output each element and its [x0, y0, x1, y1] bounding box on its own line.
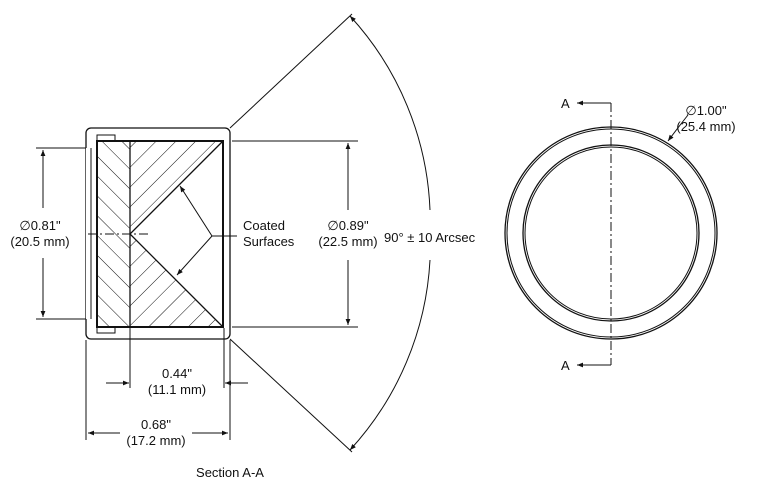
- angle-label: 90° ± 10 Arcsec: [384, 230, 476, 245]
- dia-small-mm-label: (20.5 mm): [10, 234, 69, 249]
- section-label-top: A: [561, 96, 570, 111]
- front-view: A A ∅1.00" (25.4 mm): [504, 96, 736, 373]
- dia-small-label: ∅0.81": [19, 218, 61, 233]
- section-view: ∅0.81" (20.5 mm) ∅0.89" (22.5 mm) Coated…: [10, 13, 476, 480]
- length-outer-mm-label: (17.2 mm): [126, 433, 185, 448]
- dia-outer-label: ∅1.00": [685, 103, 727, 118]
- coated-label-1: Coated: [243, 218, 285, 233]
- length-outer-label: 0.68": [141, 417, 171, 432]
- dia-prism-mm-label: (22.5 mm): [318, 234, 377, 249]
- coated-label-2: Surfaces: [243, 234, 295, 249]
- length-inner-label: 0.44": [162, 366, 192, 381]
- section-caption: Section A-A: [196, 465, 264, 480]
- angle-arc-bottom: [349, 259, 431, 451]
- angle-extension-bottom: [229, 338, 353, 453]
- length-inner-mm-label: (11.1 mm): [148, 382, 206, 397]
- dia-outer-mm-label: (25.4 mm): [676, 119, 735, 134]
- dia-prism-label: ∅0.89": [327, 218, 369, 233]
- dia-outer-leader: [667, 114, 689, 142]
- section-label-bottom: A: [561, 358, 570, 373]
- angle-extension-top: [229, 13, 353, 129]
- angle-arc-top: [349, 15, 431, 211]
- coated-leader-bottom: [176, 235, 213, 276]
